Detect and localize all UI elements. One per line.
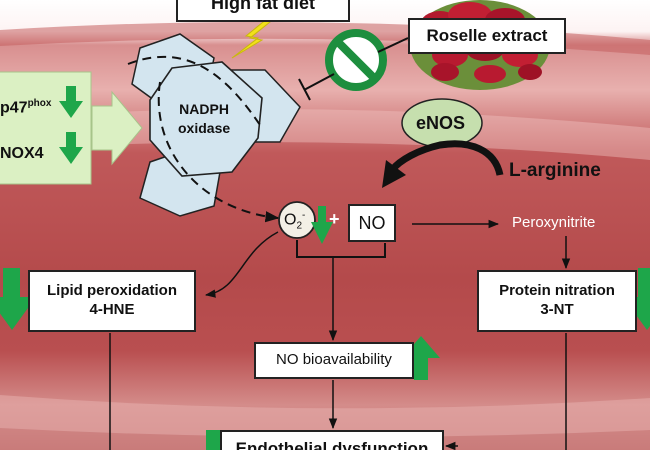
nox4-text: NOX4 xyxy=(0,145,44,162)
l-arginine-label: L-arginine xyxy=(509,160,601,182)
superoxide-circle xyxy=(278,201,316,239)
peroxynitrite-label: Peroxynitrite xyxy=(512,214,595,231)
peroxynitrite-text: Peroxynitrite xyxy=(512,214,596,231)
lipid-arrow xyxy=(204,231,279,298)
activation-arrow xyxy=(91,90,143,166)
inhibition-line xyxy=(303,73,335,91)
lipid-line-2: 4-HNE xyxy=(89,301,135,318)
inhibit-icon xyxy=(325,29,387,91)
nadph-line-2: oxidase xyxy=(178,119,231,136)
no-box: NO xyxy=(348,204,396,242)
protein-nitration-box: Protein nitration 3-NT xyxy=(477,270,637,332)
nox4-down-arrow xyxy=(59,132,83,164)
superoxide-sub: 2 xyxy=(296,220,303,232)
reaction-bracket xyxy=(296,240,386,258)
subunit-panel xyxy=(0,71,92,185)
enos-arrowhead xyxy=(382,160,406,188)
lipid-line-1: Lipid peroxidation xyxy=(47,282,177,300)
endothelial-dysfunction-label: Endothelial dysfunction xyxy=(235,439,429,450)
inhibition-bar xyxy=(298,78,311,101)
nadph-line-1: NADPH xyxy=(179,101,229,117)
tissue-band xyxy=(0,395,650,438)
superoxide-text: O xyxy=(284,211,297,229)
no-bioavailability-label: NO bioavailability xyxy=(276,351,392,369)
roselle-extract-box: Roselle extract xyxy=(408,18,566,54)
dashed-membrane xyxy=(127,55,263,129)
no-label: NO xyxy=(358,212,386,233)
superoxide-down-arrow xyxy=(311,206,333,244)
lipid-up-arrow xyxy=(0,268,36,330)
l-arginine-text: L-arginine xyxy=(509,160,601,181)
protein-line-2: 3-NT xyxy=(540,301,574,318)
superoxide-sup: - xyxy=(302,210,306,221)
p47-down-arrow xyxy=(59,86,83,118)
high-fat-diet-label: High fat diet xyxy=(211,0,315,13)
endothelial-dysfunction-box: Endothelial dysfunction xyxy=(220,430,444,450)
enos-conversion-arrow xyxy=(389,140,504,176)
plus-sign: + xyxy=(329,209,340,230)
superoxide-arrow xyxy=(157,81,280,223)
p47-text: p47 xyxy=(0,99,28,117)
roselle-extract-label: Roselle extract xyxy=(426,26,548,46)
no-bioavailability-box: NO bioavailability xyxy=(254,342,414,379)
p47-label: p47phox xyxy=(0,98,51,117)
lipid-peroxidation-box: Lipid peroxidation 4-HNE xyxy=(28,270,196,332)
nadph-oxidase-complex xyxy=(131,33,301,217)
dysfunction-arrow-stub xyxy=(206,430,222,450)
nox4-label: NOX4 xyxy=(0,145,44,163)
protein-line-1: Protein nitration xyxy=(499,282,615,300)
high-fat-diet-box: High fat diet xyxy=(176,0,350,22)
plus-text: + xyxy=(329,209,340,229)
p47-sup: phox xyxy=(27,98,52,109)
roselle-connector xyxy=(377,37,409,53)
lightning-icon xyxy=(231,17,271,59)
enos-text: eNOS xyxy=(416,113,466,133)
nadph-oxidase-label: NADPH oxidase xyxy=(178,100,230,138)
enos-label: eNOS xyxy=(416,113,465,134)
superoxide-label: O2- xyxy=(284,210,305,232)
